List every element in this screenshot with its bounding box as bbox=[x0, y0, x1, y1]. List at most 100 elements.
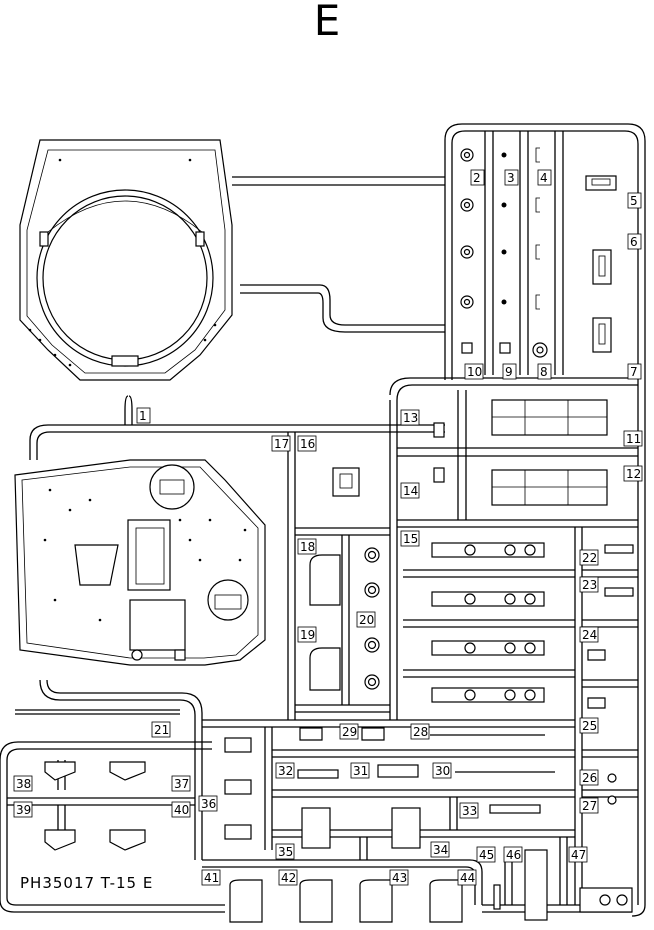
part-label-box bbox=[400, 409, 420, 426]
part-label-2: 2 bbox=[470, 169, 485, 186]
part-label-text: 1 bbox=[139, 409, 147, 423]
sheet-code: PH35017 T-15 E bbox=[20, 874, 153, 892]
part-label-box bbox=[568, 846, 588, 863]
part-label-40: 40 bbox=[171, 801, 191, 818]
part-label-3: 3 bbox=[504, 169, 519, 186]
part-label-box bbox=[13, 775, 33, 792]
part-label-box bbox=[275, 762, 295, 779]
part-label-1: 1 bbox=[136, 407, 151, 424]
part-label-27: 27 bbox=[579, 797, 599, 814]
part-label-text: 42 bbox=[281, 871, 296, 885]
part-label-text: 40 bbox=[174, 803, 189, 817]
part-label-25: 25 bbox=[579, 717, 599, 734]
part-label-text: 25 bbox=[582, 719, 597, 733]
part-label-8: 8 bbox=[537, 363, 552, 380]
part-label-text: 17 bbox=[274, 437, 289, 451]
part-label-12: 12 bbox=[623, 465, 643, 482]
part-label-box bbox=[502, 363, 517, 380]
part-label-box bbox=[171, 775, 191, 792]
part-label-44: 44 bbox=[457, 869, 477, 886]
part-label-box bbox=[297, 538, 317, 555]
part-label-19: 19 bbox=[297, 626, 317, 643]
parts-22-27 bbox=[587, 544, 634, 805]
part-label-text: 37 bbox=[174, 777, 189, 791]
part-label-text: 27 bbox=[582, 799, 597, 813]
part-label-box bbox=[297, 626, 317, 643]
part-label-box bbox=[278, 869, 298, 886]
part-label-26: 26 bbox=[579, 769, 599, 786]
part-label-text: 44 bbox=[460, 871, 475, 885]
part-label-box bbox=[151, 721, 171, 738]
part-label-32: 32 bbox=[275, 762, 295, 779]
part-label-box bbox=[579, 769, 599, 786]
part-label-15: 15 bbox=[400, 530, 420, 547]
part-label-42: 42 bbox=[278, 869, 298, 886]
part-label-text: 36 bbox=[201, 797, 216, 811]
part-label-text: 16 bbox=[300, 437, 315, 451]
part-label-box bbox=[504, 169, 519, 186]
part-label-text: 15 bbox=[403, 532, 418, 546]
part-label-box bbox=[623, 430, 643, 447]
part-label-box bbox=[623, 465, 643, 482]
part-label-43: 43 bbox=[389, 869, 409, 886]
part-label-box bbox=[400, 530, 420, 547]
part-label-18: 18 bbox=[297, 538, 317, 555]
part-label-box bbox=[297, 435, 317, 452]
part-label-text: 28 bbox=[413, 725, 428, 739]
part-label-text: 5 bbox=[630, 194, 638, 208]
part-label-box bbox=[201, 869, 221, 886]
part-label-29: 29 bbox=[339, 723, 359, 740]
part-label-box bbox=[275, 843, 295, 860]
part-label-box bbox=[627, 233, 642, 250]
part-label-text: 14 bbox=[403, 484, 418, 498]
part-label-text: 24 bbox=[582, 628, 597, 642]
part-label-box bbox=[339, 723, 359, 740]
part-label-box bbox=[627, 192, 642, 209]
part-label-38: 38 bbox=[13, 775, 33, 792]
part-label-box bbox=[400, 482, 420, 499]
part-label-box bbox=[457, 869, 477, 886]
part-label-text: 30 bbox=[435, 764, 450, 778]
part-label-text: 31 bbox=[353, 764, 368, 778]
parts-18-20 bbox=[309, 547, 380, 691]
part-label-box bbox=[579, 576, 599, 593]
part-label-9: 9 bbox=[502, 363, 517, 380]
part-label-box bbox=[432, 762, 452, 779]
part-label-box bbox=[198, 795, 218, 812]
part-label-text: 22 bbox=[582, 551, 597, 565]
part-label-17: 17 bbox=[271, 435, 291, 452]
part-label-box bbox=[410, 723, 430, 740]
part-label-7: 7 bbox=[627, 363, 642, 380]
part-label-text: 39 bbox=[16, 803, 31, 817]
part-label-text: 9 bbox=[505, 365, 513, 379]
part-label-11: 11 bbox=[623, 430, 643, 447]
part-label-box bbox=[356, 611, 376, 628]
part-label-box bbox=[579, 797, 599, 814]
part-label-text: 46 bbox=[506, 848, 521, 862]
part-label-text: 21 bbox=[154, 723, 169, 737]
part-label-23: 23 bbox=[579, 576, 599, 593]
part-label-text: 43 bbox=[392, 871, 407, 885]
part-label-text: 4 bbox=[540, 171, 548, 185]
part-label-5: 5 bbox=[627, 192, 642, 209]
part-label-14: 14 bbox=[400, 482, 420, 499]
part-label-30: 30 bbox=[432, 762, 452, 779]
part-label-20: 20 bbox=[356, 611, 376, 628]
part-label-33: 33 bbox=[459, 802, 479, 819]
part-label-text: 2 bbox=[473, 171, 481, 185]
part-label-6: 6 bbox=[627, 233, 642, 250]
part-label-text: 45 bbox=[479, 848, 494, 862]
part-hull bbox=[14, 459, 266, 666]
part-label-21: 21 bbox=[151, 721, 171, 738]
part-label-box bbox=[459, 802, 479, 819]
part-label-text: 13 bbox=[403, 411, 418, 425]
part-label-16: 16 bbox=[297, 435, 317, 452]
part-label-36: 36 bbox=[198, 795, 218, 812]
part-label-box bbox=[389, 869, 409, 886]
part-label-text: 26 bbox=[582, 771, 597, 785]
part-label-text: 47 bbox=[571, 848, 586, 862]
part-label-text: 12 bbox=[626, 467, 641, 481]
part-label-text: 3 bbox=[507, 171, 515, 185]
